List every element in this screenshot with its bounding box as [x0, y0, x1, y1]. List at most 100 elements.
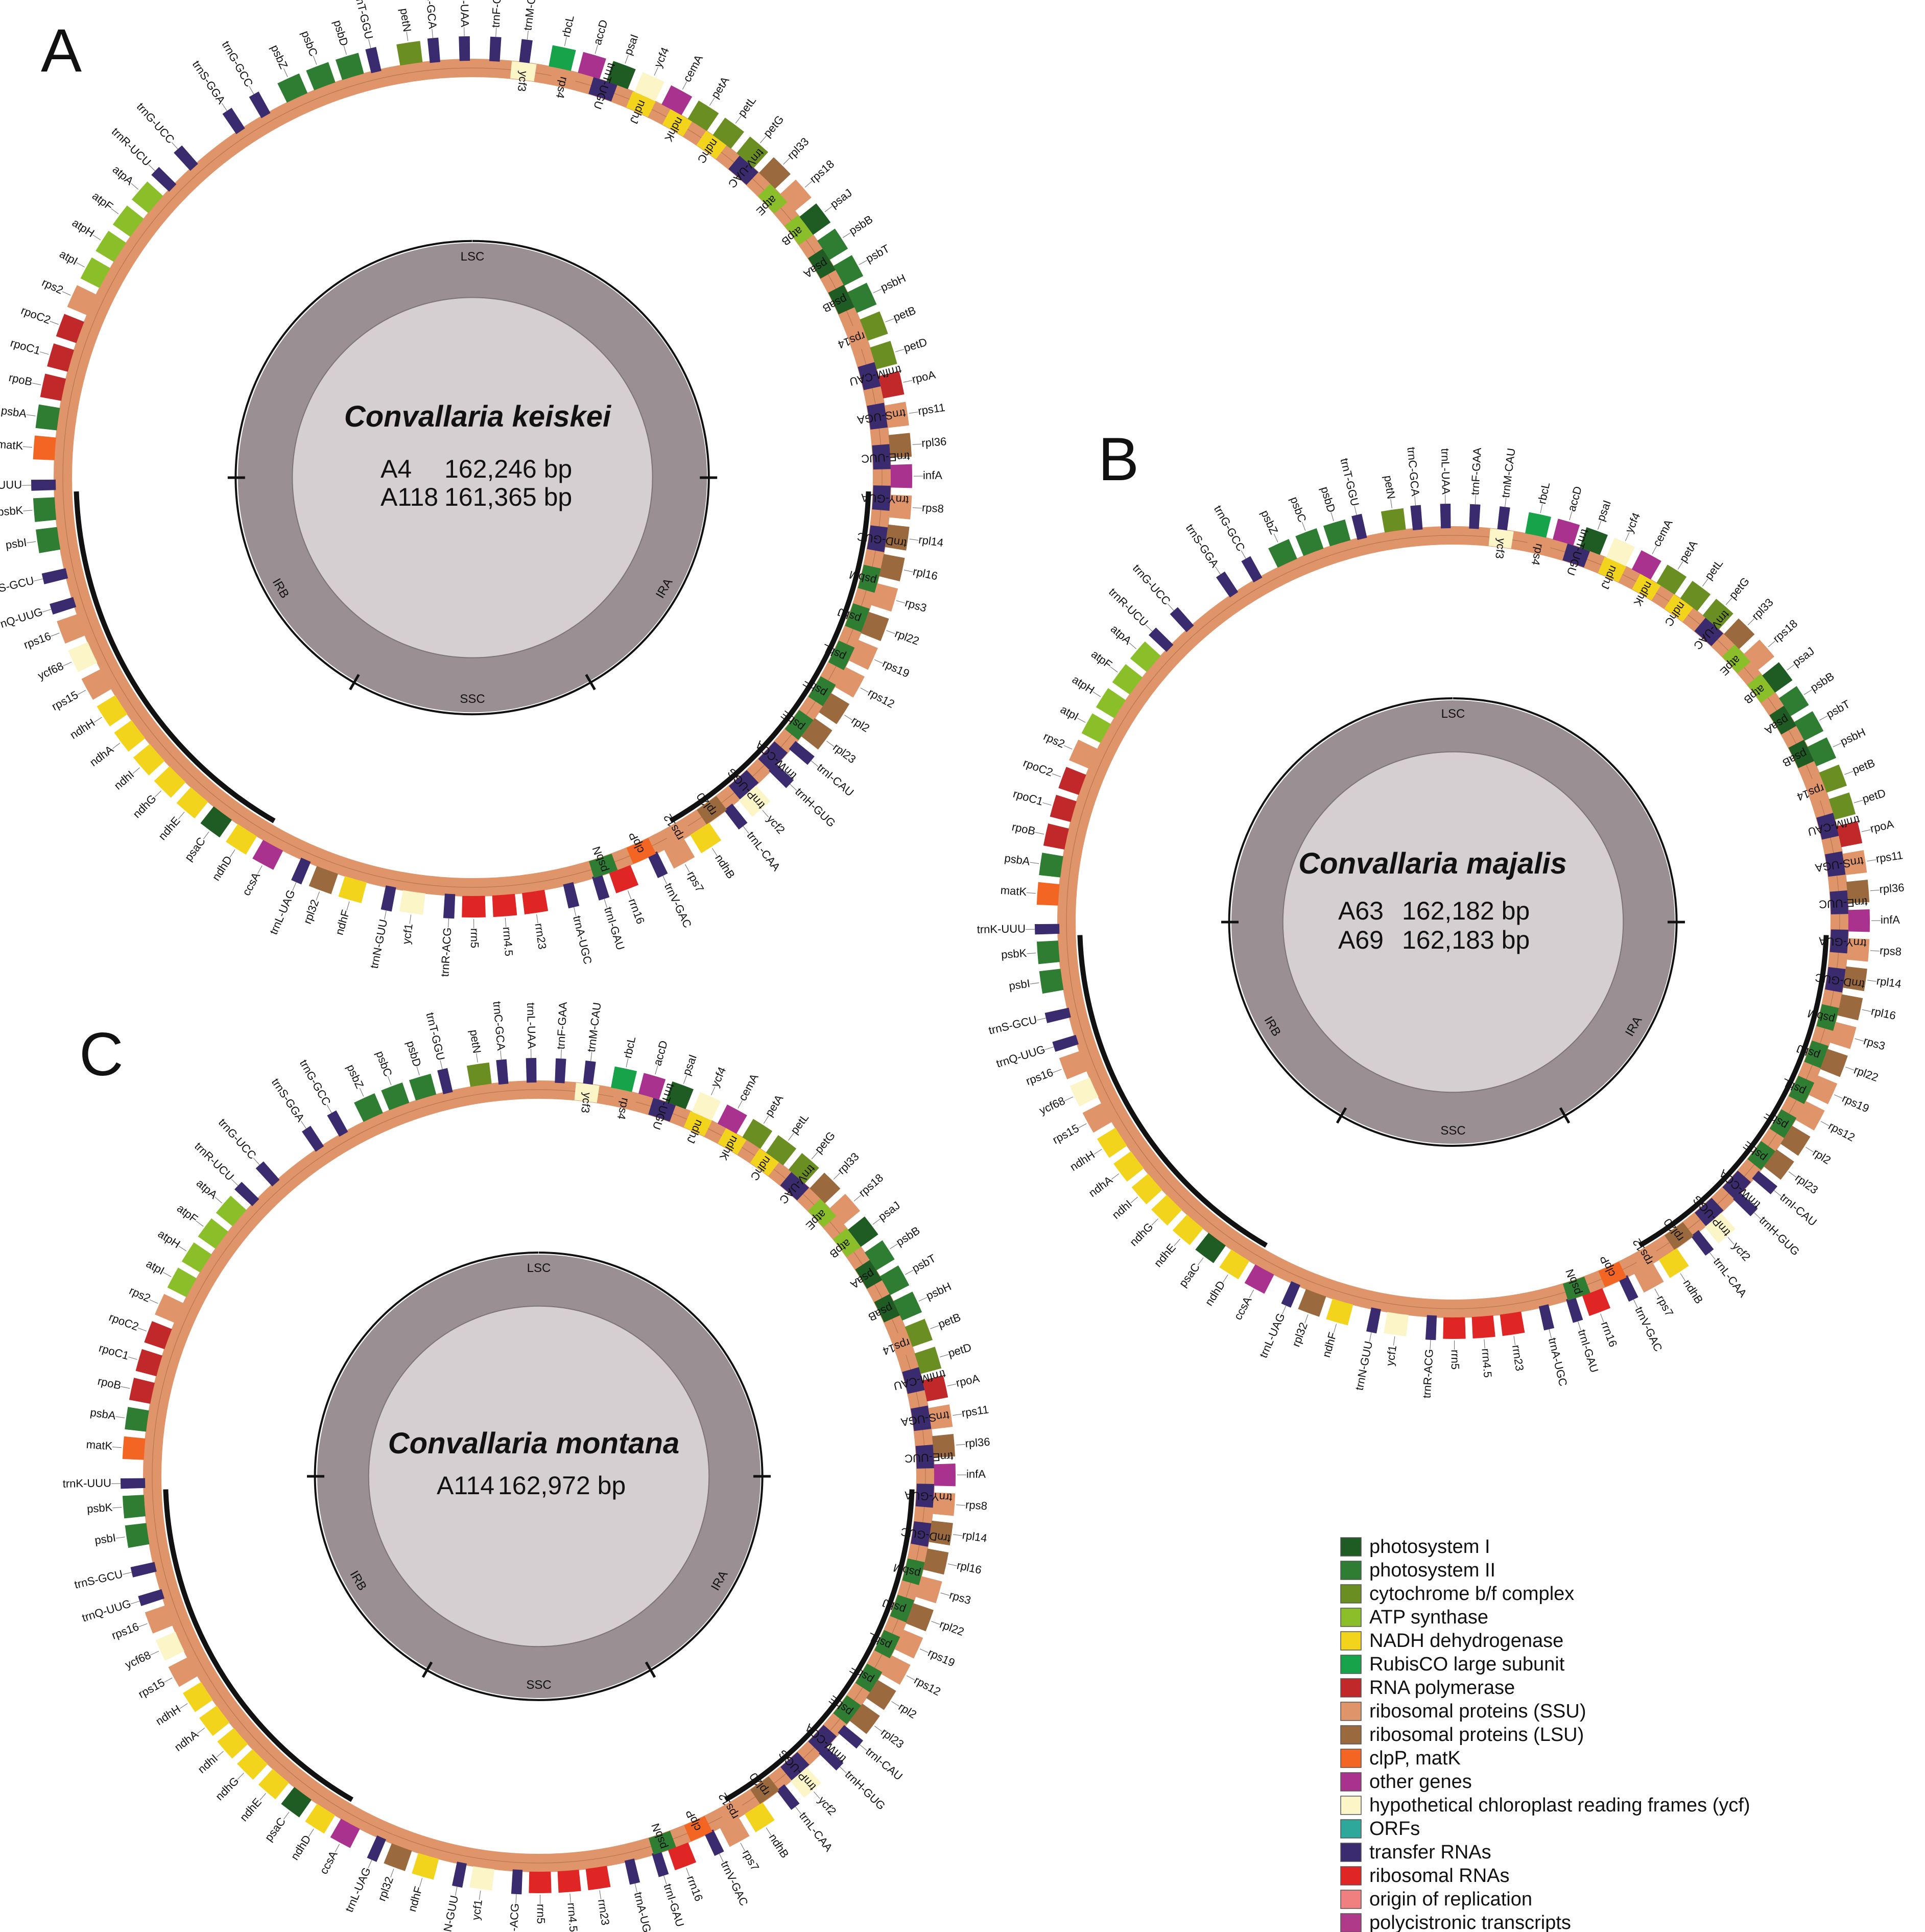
panel-a-gene-psbz-label: psbZ [268, 43, 290, 71]
panel-b-gene-ycf2-box [1704, 1213, 1736, 1244]
panel-a-gene-cema-label: cemA [680, 53, 705, 84]
panel-a-gene-rrn23-box [521, 889, 549, 914]
panel-b-gene-rrn23-box [1500, 1311, 1525, 1336]
panel-c-gene-rps19-label: rps19 [926, 1646, 957, 1669]
panel-b-ira-arc [1638, 935, 1829, 1248]
panel-b-gene-rpl22-box [1820, 1049, 1848, 1077]
panel-b-gene-ndhd-label: ndhD [1202, 1279, 1227, 1308]
panel-a-inner-gene-ycf3-box [510, 61, 537, 82]
panel-a-size-1: 162,246 bp [444, 455, 572, 483]
panel-a-gene-ndhb-box [690, 822, 722, 854]
panel-a-gene-trnc-gca-label: trnC-GCA [422, 0, 439, 30]
panel-a-accession-1: A4 [381, 455, 412, 483]
panel-a-gene-trng-gcc-leader [249, 86, 254, 95]
panel-a-gene-petg-label: petG [761, 113, 786, 139]
panel-c-gene-rps12-leader [906, 1675, 915, 1681]
panel-b-inner-gene-psbj-box [1804, 1040, 1829, 1068]
panel-c-gene-atph-box [181, 1242, 212, 1273]
panel-c-gene-rps19-leader [919, 1648, 929, 1653]
legend-swatch-atp-synthase [1340, 1608, 1362, 1627]
panel-c-gene-psac-leader [283, 1811, 290, 1820]
panel-a-inner-gene-psab-box [828, 285, 855, 315]
panel-a-gene-accd-label: accD [591, 18, 610, 46]
panel-c-gene-ndhg-box [237, 1749, 268, 1780]
panel-a-region-tick-2 [585, 674, 596, 691]
panel-b-gene-psbc-leader [1301, 522, 1306, 531]
panel-a-gene-rps12-leader [860, 688, 869, 693]
panel-c-gene-psbc-box [381, 1082, 410, 1111]
panel-b-gene-trnq-uug-label: trnQ-UUG [994, 1043, 1047, 1070]
panel-a-gene-psai-box [606, 61, 636, 89]
panel-a-gene-rpl33-box [758, 157, 791, 189]
panel-a-gene-ndhh-box [97, 695, 128, 726]
panel-b-gene-rpoa-leader [1861, 829, 1871, 832]
panel-b-gene-ndhi-leader [1130, 1196, 1138, 1204]
panel-b-gene-ycf68-box [1070, 1077, 1099, 1106]
panel-b-gene-ycf2-leader [1727, 1237, 1734, 1245]
panel-c-gene-psai-leader [683, 1075, 687, 1084]
panel-a-gene-petg-leader [760, 135, 767, 144]
panel-b-gene-accd-label: accD [1565, 485, 1584, 513]
panel-a-gene-rps16-label: rps16 [22, 629, 53, 651]
panel-a-gene-ndhb-label: ndhB [712, 852, 738, 881]
panel-a-inner-gene-trnw-cca-box [758, 741, 788, 771]
panel-b-gene-rrn5-label: rrn5 [1449, 1350, 1462, 1370]
panel-a-gene-psba-leader [26, 414, 36, 416]
panel-b-region-ssc: SSC [1440, 1124, 1465, 1138]
panel-b-gene-atpi-label: atpI [1058, 703, 1081, 723]
panel-c-gene-rps7-box [720, 1817, 750, 1847]
panel-a-region-tick-3 [349, 674, 360, 691]
panel-c-gene-rps15-label: rps15 [136, 1676, 167, 1701]
panel-b-gene-rps8-box [1846, 938, 1870, 962]
panel-b-gene-petg-box [1702, 599, 1733, 630]
panel-a-gene-trnl-uag-box [291, 857, 311, 885]
panel-b-inner-gene-ndhj-box [1598, 557, 1626, 582]
panel-c-gene-trna-ugc-box [624, 1858, 640, 1885]
panel-b-gene-rpl33-box [1724, 618, 1755, 649]
panel-c-gene-trns-gcu-label: trnS-GCU [73, 1567, 124, 1591]
panel-b-inner-gene-trnv-uac-box [1694, 618, 1724, 646]
panel-b-gene-ndhb-label: ndhB [1681, 1277, 1706, 1306]
panel-c-gene-rpl14-leader [953, 1534, 962, 1536]
panel-c-gene-ycf2-leader [813, 1791, 820, 1799]
panel-b-gene-rpl16-label: rpl16 [1870, 1004, 1897, 1022]
panel-b-gene-petl-leader [1702, 578, 1708, 586]
panel-a-gene-rpoa-leader [903, 380, 913, 383]
panel-b-gene-atpf-box [1112, 664, 1143, 695]
panel-a-gene-ndhd-label: ndhD [209, 854, 234, 883]
panel-c-gene-trni-gau-leader [663, 1875, 667, 1884]
panel-c-gene-trni-cau-label: trnI-CAU [863, 1745, 905, 1783]
panel-b-gene-accd-leader [1569, 511, 1573, 521]
panel-a-gene-petb-box [860, 311, 888, 341]
panel-b-gene-rps12-label: rps12 [1826, 1119, 1857, 1144]
panel-a-gene-ndhi-label: ndhI [111, 768, 136, 792]
panel-b-inner-gene-trny-gua-box [1829, 929, 1848, 954]
panel-c-gene-rps18-label: rps18 [856, 1171, 886, 1199]
panel-a-accession-2: A118 [381, 483, 438, 511]
panel-c-gene-rpoc2-leader [137, 1328, 147, 1332]
panel-c-gene-trnc-gca-label: trnC-GCA [491, 1001, 508, 1051]
panel-a-gene-petl-leader [735, 115, 742, 124]
panel-b-gene-rps7-box [1634, 1263, 1664, 1293]
panel-b-inner-gene-rpl20-box [1665, 1222, 1694, 1250]
panel-c-inner-gene-rpl20-box [750, 1776, 779, 1804]
panel-a-gene-ndhb-leader [711, 848, 718, 856]
panel-a-gene-rrn4-5-leader [505, 917, 507, 927]
panel-a-gene-ndhh-leader [94, 717, 102, 723]
panel-b-gene-trns-gga-leader [1215, 567, 1221, 575]
panel-a-gene-rps11-label: rps11 [917, 401, 946, 418]
panel-c-gene-ndhf-box [412, 1853, 439, 1880]
panel-c-inner-gene-trns-uga-box [911, 1405, 932, 1431]
panel-b-gene-rpoa-label: rpoA [1869, 817, 1895, 835]
panel-a-gene-petn-leader [406, 32, 409, 41]
panel-c-gene-psbt-label: psbT [910, 1252, 938, 1275]
panel-b-gene-rps3-box [1829, 1022, 1857, 1049]
panel-b-gene-psai-label: psaI [1594, 499, 1613, 523]
panel-c-gene-trnh-gug-box [819, 1746, 844, 1771]
panel-a-gene-rpl16-label: rpl16 [912, 565, 939, 583]
panel-a-gene-ycf68-leader [63, 662, 72, 667]
panel-c-gene-psbz-leader [359, 1088, 364, 1097]
panel-c-gene-rpl2-leader [891, 1701, 899, 1707]
panel-b-gene-trnk-uuu-label: trnK-UUU [977, 922, 1026, 936]
